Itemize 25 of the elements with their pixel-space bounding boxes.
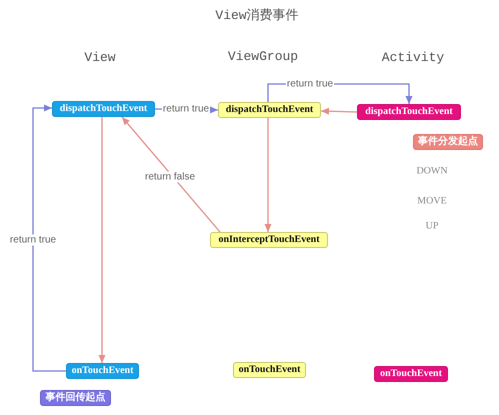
arrow: [122, 116, 220, 232]
column-heading: ViewGroup: [228, 50, 298, 64]
method-box: dispatchTouchEvent: [52, 101, 155, 117]
event-label: DOWN: [416, 166, 448, 176]
tag-box: 事件回传起点: [40, 390, 111, 406]
edge-label: return true: [286, 78, 334, 90]
column-heading: View: [84, 50, 116, 66]
event-label: UP: [426, 220, 438, 232]
arrow: [320, 108, 358, 115]
arrow: [32, 104, 66, 372]
method-box: onTouchEvent: [374, 366, 448, 382]
method-box: onTouchEvent: [66, 363, 139, 379]
method-box: dispatchTouchEvent: [218, 102, 321, 118]
column-heading: Activity: [382, 50, 444, 66]
edge-label: return true: [162, 104, 210, 114]
arrow: [264, 118, 272, 232]
edge-label: return true: [8, 234, 58, 246]
method-box: onInterceptTouchEvent: [210, 232, 328, 248]
tag-box: 事件分发起点: [413, 134, 483, 150]
edge-label: return false: [144, 172, 196, 182]
event-label: MOVE: [417, 196, 447, 206]
method-box: onTouchEvent: [233, 362, 306, 378]
diagram-title: View消费事件: [215, 8, 299, 24]
arrow: [98, 117, 106, 363]
method-box: dispatchTouchEvent: [357, 104, 461, 120]
